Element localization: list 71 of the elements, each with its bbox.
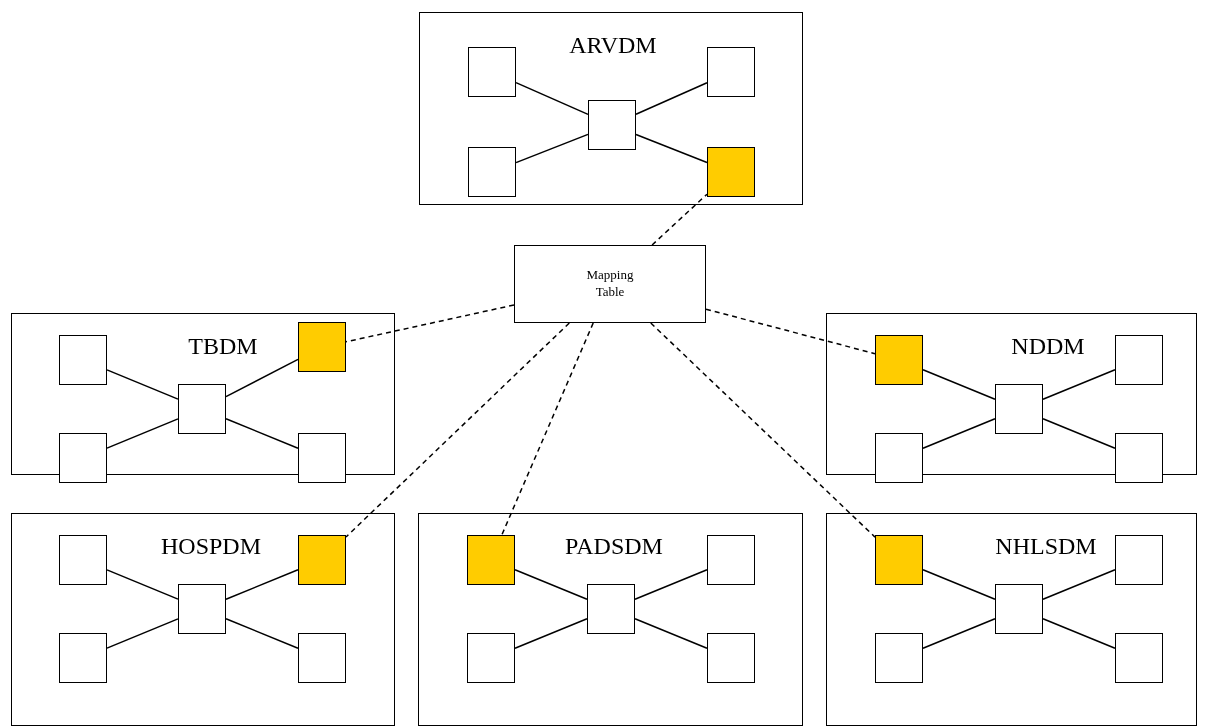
group-title: HOSPDM: [161, 534, 261, 558]
model-group-box: [419, 12, 803, 205]
group-title: PADSDM: [565, 534, 663, 558]
square-box: [1114, 534, 1163, 585]
square-box: [297, 632, 346, 683]
connector-line: [634, 618, 708, 649]
group-title: NDDM: [1011, 334, 1085, 358]
connector-line: [1042, 418, 1116, 449]
square-box: [177, 583, 226, 634]
dashed-connector: [650, 322, 876, 538]
square-box: [58, 432, 107, 483]
square-box: [706, 534, 755, 585]
connector-line: [922, 418, 996, 449]
square-box: [58, 632, 107, 683]
square-box: [58, 334, 107, 385]
connector-line: [225, 418, 299, 449]
dashed-connector: [501, 322, 594, 536]
model-group-box: [826, 513, 1197, 726]
connector-line: [514, 618, 588, 649]
dashed-connector: [705, 308, 876, 355]
connector-line: [514, 569, 588, 600]
connector-line: [225, 569, 299, 600]
connector-line: [635, 81, 708, 116]
box-label: Mapping Table: [585, 267, 635, 301]
connector-line: [922, 618, 996, 649]
dashed-connector: [345, 322, 571, 538]
group-title: NHLSDM: [995, 534, 1097, 558]
square-box: [994, 583, 1043, 634]
square-box: [466, 632, 515, 683]
square-box: [177, 383, 226, 434]
square-box: [297, 321, 346, 372]
square-box: [874, 534, 923, 585]
model-group-box: [11, 513, 395, 726]
group-title: ARVDM: [569, 33, 657, 57]
square-box: [706, 46, 755, 97]
connector-line: [1042, 618, 1116, 649]
connector-line: [225, 618, 299, 649]
square-box: [874, 432, 923, 483]
connector-line: [515, 81, 589, 116]
connector-line: [922, 569, 996, 600]
connector-line: [106, 369, 179, 400]
connector-line: [922, 369, 996, 400]
connector-line: [635, 133, 708, 164]
connector-line: [225, 358, 299, 398]
square-box: [297, 432, 346, 483]
connector-line: [515, 133, 589, 164]
group-title: TBDM: [188, 334, 258, 358]
connector-line: [634, 569, 708, 600]
square-box: [874, 334, 923, 385]
square-box: [706, 632, 755, 683]
square-box: [874, 632, 923, 683]
square-box: [1114, 632, 1163, 683]
table-box: [514, 245, 706, 323]
square-box: [587, 99, 636, 150]
dashed-connector: [651, 193, 708, 246]
connector-line: [106, 569, 179, 600]
square-box: [467, 46, 516, 97]
square-box: [1114, 334, 1163, 385]
connector-line: [106, 618, 179, 649]
model-group-box: [418, 513, 803, 726]
square-box: [58, 534, 107, 585]
connector-line: [1042, 569, 1116, 600]
connector-line: [1042, 369, 1116, 400]
connector-line: [106, 418, 179, 449]
square-box: [586, 583, 635, 634]
square-box: [1114, 432, 1163, 483]
square-box: [706, 146, 755, 197]
square-box: [466, 534, 515, 585]
square-box: [994, 383, 1043, 434]
square-box: [467, 146, 516, 197]
square-box: [297, 534, 346, 585]
